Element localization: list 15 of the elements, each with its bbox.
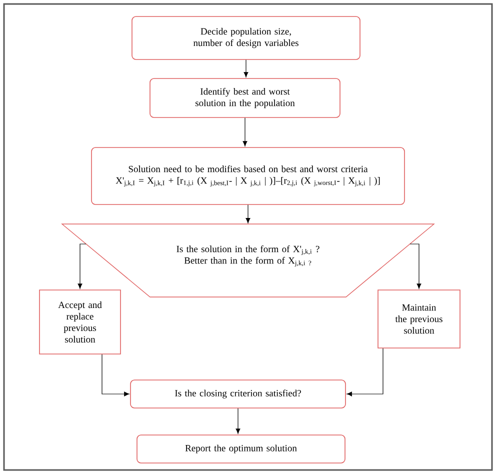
arrow <box>102 354 130 396</box>
arrow <box>410 244 422 289</box>
process-box: Solution need to be modifies based on best and worst criteria X'$_{j,k,I}$ = X$_{j,k,I}$ + [r$_{1,j,i}$ (X $_{j,best,I}$- | X $_{j,k,i}$ | )]–[r$_{2,j,i}$ (X $_{j,worst,I}$- | X$_{j,k,i}$ | )] <box>91 147 405 205</box>
arrow <box>346 348 384 396</box>
process-box: Accept and replace previous solution <box>39 290 121 354</box>
process-box: Is the closing criterion satisfied? <box>130 380 346 408</box>
arrow <box>246 204 250 224</box>
process-box: Decide population size, number of design variables <box>132 16 360 60</box>
process-box: Report the optimum solution <box>136 434 346 464</box>
arrow <box>78 244 86 289</box>
process-box: Maintain the previous solution <box>378 290 460 348</box>
process-box: Identify best and worst solution in the population <box>150 78 340 118</box>
arrow <box>244 60 248 78</box>
arrow <box>236 408 240 434</box>
arrow <box>242 118 248 146</box>
